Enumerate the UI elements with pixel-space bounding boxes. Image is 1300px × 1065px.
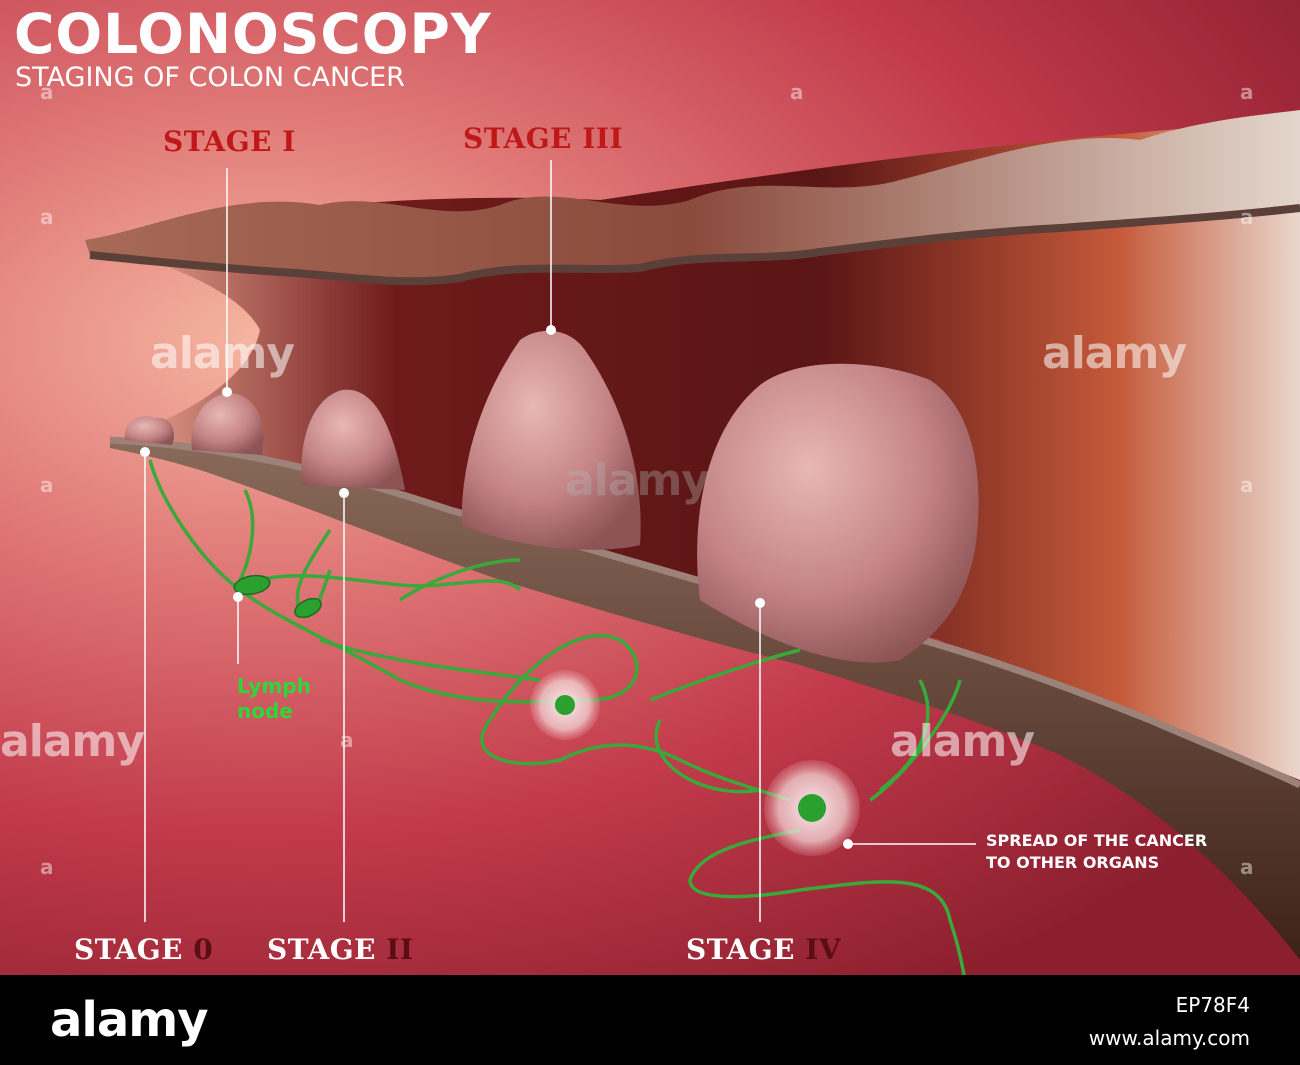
tumor-stage-iv: [697, 363, 979, 663]
lymph-nodes: [233, 574, 322, 619]
image-id: EP78F4: [1175, 993, 1250, 1017]
colon-upper-wall-edge: [89, 204, 1300, 286]
spread-label: SPREAD OF THE CANCER TO OTHER ORGANS: [986, 830, 1207, 874]
stage-iii-label: STAGE III: [463, 122, 623, 155]
colon-upper-wall: [85, 110, 1300, 279]
watermark-mark: a: [40, 80, 54, 104]
watermark-mark: a: [1240, 205, 1254, 229]
watermark-mark: a: [40, 473, 54, 497]
watermark-mark: a: [40, 855, 54, 879]
leader-lines: [144, 160, 976, 922]
leader-dots: [140, 325, 853, 849]
watermark-mark: a: [1240, 473, 1254, 497]
stage-numeral: III: [582, 122, 624, 155]
colon-lower-wall: [110, 440, 1300, 960]
tumor-stage-iii: [461, 330, 641, 550]
watermark: alamy: [0, 716, 145, 767]
tumor-stage-i: [191, 393, 264, 455]
watermark: alamy: [1042, 328, 1187, 379]
stage-numeral: IV: [805, 933, 842, 966]
stage-i-label: STAGE I: [163, 125, 296, 158]
stage-numeral: 0: [193, 933, 214, 966]
watermark-mark: a: [1240, 855, 1254, 879]
metastatic-cell-small: [530, 670, 600, 740]
watermark-mark: a: [40, 205, 54, 229]
stage-word: STAGE: [267, 933, 377, 966]
watermark: alamy: [890, 716, 1035, 767]
lymph-node-label-line: node: [237, 699, 293, 723]
diagram-canvas: alamy alamy alamy alamy alamy a a a a a …: [0, 0, 1300, 975]
page-subtitle: STAGING OF COLON CANCER: [15, 62, 405, 93]
watermark-mark: a: [1240, 80, 1254, 104]
footer-logo: alamy: [50, 992, 209, 1048]
lymph-node-label: Lymph node: [237, 674, 311, 724]
lymph-node-label-line: Lymph: [237, 674, 311, 698]
stage-numeral: I: [282, 125, 296, 158]
stage-word: STAGE: [74, 933, 184, 966]
footer-bar: [0, 975, 1300, 1065]
stage-word: STAGE: [163, 125, 273, 158]
page-title: COLONOSCOPY: [14, 2, 492, 66]
watermark: alamy: [150, 328, 295, 379]
watermark-mark: a: [340, 728, 354, 752]
stage-word: STAGE: [463, 122, 573, 155]
stage-ii-label: STAGE II: [267, 933, 413, 966]
stage-numeral: II: [386, 933, 414, 966]
stage-0-label: STAGE 0: [74, 933, 213, 966]
spread-label-line: TO OTHER ORGANS: [986, 853, 1160, 872]
colon-lumen: [95, 120, 1300, 780]
metastatic-cell-large: [764, 760, 860, 856]
stage-iv-label: STAGE IV: [686, 933, 841, 966]
tumor-stage-0: [124, 416, 175, 445]
lymphatic-vessels: [148, 459, 966, 975]
colon-illustration: [85, 110, 1300, 975]
tumor-stage-ii: [301, 389, 405, 490]
spread-label-line: SPREAD OF THE CANCER: [986, 831, 1208, 850]
footer-url: www.alamy.com: [1088, 1026, 1250, 1050]
watermark: alamy: [565, 455, 710, 506]
stage-word: STAGE: [686, 933, 796, 966]
watermark-mark: a: [790, 80, 804, 104]
